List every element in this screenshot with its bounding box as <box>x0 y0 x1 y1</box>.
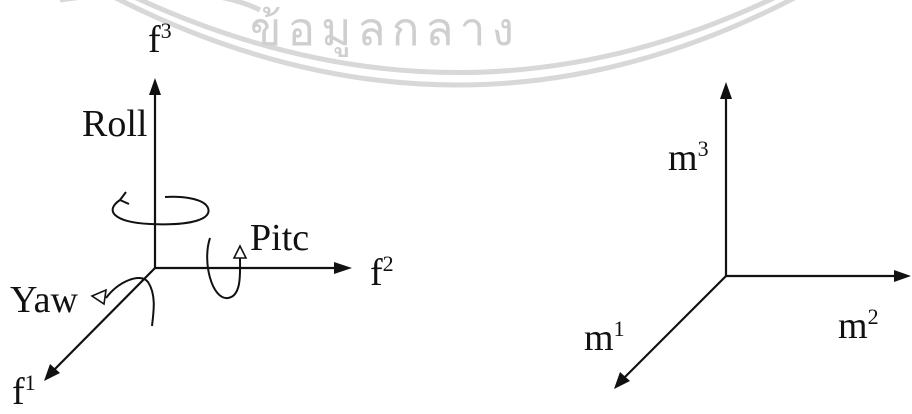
yaw-label: Yaw <box>10 279 79 321</box>
pitch-rotation-arrowhead <box>232 244 248 259</box>
roll-label: Roll <box>82 103 147 145</box>
pitch-label: Pitc <box>250 217 309 259</box>
watermark-seal: ข้อมูลกลาง <box>60 0 796 88</box>
watermark-ring-arc-outer <box>114 0 796 88</box>
watermark-ring-left <box>60 0 262 13</box>
m2-arrowhead <box>894 270 911 282</box>
m1-arrowhead <box>614 372 630 389</box>
m3-arrowhead <box>720 82 732 99</box>
roll-rotation-arrowhead <box>119 191 130 205</box>
yaw-rotation-arc <box>105 277 155 327</box>
m1-label: m1 <box>584 316 625 359</box>
m3-label: m3 <box>668 136 709 179</box>
yaw-rotation-arrowhead <box>90 288 107 306</box>
f1-label: f1 <box>12 370 36 409</box>
watermark-text: ข้อมูลกลาง <box>250 2 520 57</box>
watermark-ring-arc <box>134 0 776 75</box>
f2-label: f2 <box>370 251 394 294</box>
m1-axis-line <box>621 275 727 381</box>
pitch-rotation-arc <box>206 237 242 299</box>
f3-arrowhead <box>149 78 161 95</box>
m2-label: m2 <box>838 304 879 347</box>
roll-rotation-arc <box>111 195 210 226</box>
frame-m: m3 m2 m1 <box>584 82 911 389</box>
f3-label: f3 <box>148 18 172 61</box>
f2-arrowhead <box>334 262 352 274</box>
frame-f: f3 f2 f1 Roll Pitc Yaw <box>10 18 394 413</box>
f1-axis-line <box>51 267 156 373</box>
f1-arrowhead <box>44 364 60 381</box>
